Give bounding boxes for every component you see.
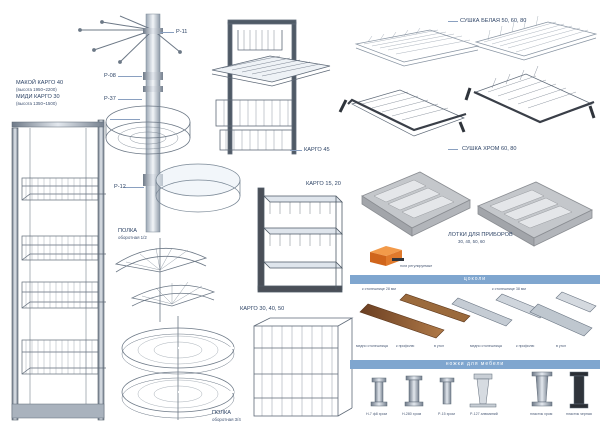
label-leg-5: пластик хром — [530, 412, 553, 416]
furniture-legs — [370, 371, 589, 409]
label-sushka-khrom: СУШКА ХРОМ 60, 80 — [462, 146, 517, 152]
label-sushka-belaya: СУШКА БЕЛАЯ 50, 60, 80 — [460, 18, 527, 24]
leader-line — [448, 149, 458, 150]
label-leg-6: пластик черная — [566, 412, 592, 416]
label-polka-half: ПОЛКА — [118, 228, 137, 234]
label-profile-4: медно столешница — [470, 344, 502, 348]
label-adjustable-legs: ноги регулируемые — [400, 264, 433, 268]
rotating-pole — [78, 13, 241, 233]
label-p37: Р-37 — [104, 96, 116, 102]
kargo-45-rack — [211, 19, 331, 155]
label-kargo-45: КАРГО 45 — [304, 147, 330, 153]
label-makoi-kargo: МАКОЙ КАРГО 40 — [16, 80, 64, 86]
label-midi-kargo: МИДИ КАРГО 30 — [16, 94, 60, 100]
label-p08: Р-08 — [104, 73, 116, 79]
tall-cargo-rack — [11, 119, 106, 421]
leader-line — [110, 119, 140, 120]
leader-line — [118, 99, 142, 100]
adjustable-leg-box — [370, 246, 404, 266]
section-band-plinth: цоколи — [350, 275, 600, 284]
label-leg-2: Н-280 хром — [402, 412, 422, 416]
leader-line — [124, 187, 144, 188]
label-p11: Р-11 — [176, 29, 188, 35]
white-dish-drainers — [354, 15, 598, 67]
leader-line — [448, 21, 458, 22]
label-countertop-38: к столешнице 38 мм — [492, 287, 526, 291]
plinth-profiles — [359, 291, 597, 339]
label-profile-1: медно столешница — [356, 344, 388, 348]
cutlery-trays — [361, 171, 593, 247]
section-band-plinth-title: цоколи — [463, 276, 487, 282]
label-lotki: ЛОТКИ ДЛЯ ПРИБОРОВ — [448, 232, 513, 238]
label-polka-three-quarter-sub: оборотная 3/4 — [212, 417, 241, 422]
label-polka-three-quarter: ПОЛКА — [212, 410, 231, 416]
label-kargo-30-40-50: КАРГО 30, 40, 50 — [240, 306, 285, 312]
label-makoi-height: (высота 1950~2200) — [16, 87, 57, 92]
kargo-30-40-50-rack — [253, 317, 354, 417]
label-leg-3: Р-15 хром — [438, 412, 455, 416]
half-carousel-shelf — [114, 238, 216, 322]
label-leg-4: Р-127 алюминий — [470, 412, 498, 416]
chrome-dish-drainers — [338, 65, 596, 137]
three-quarter-carousel-shelf — [121, 316, 235, 420]
label-profile-3: в угол — [434, 344, 444, 348]
label-lotki-sizes: 30, 40, 50, 60 — [458, 239, 485, 244]
leader-line — [290, 150, 302, 151]
label-midi-height: (высота 1350~1500) — [16, 101, 57, 106]
kargo-15-20-rack — [257, 187, 343, 293]
label-countertop-28: к столешнице 28 мм — [362, 287, 396, 291]
label-leg-1: Н-7 ф8 хром — [366, 412, 388, 416]
label-polka-half-sub: оборотная 1/2 — [118, 235, 147, 240]
label-profile-5: к профилю — [516, 344, 535, 348]
label-p12: Р-12 — [114, 184, 126, 190]
leader-line — [160, 32, 174, 33]
label-kargo-15-20: КАРГО 15, 20 — [306, 181, 341, 187]
section-band-legs-title: ножки для мебели — [445, 361, 505, 367]
label-profile-2: к профилю — [396, 344, 415, 348]
leader-line — [118, 76, 142, 77]
label-profile-6: в угол — [556, 344, 566, 348]
section-band-legs: ножки для мебели — [350, 360, 600, 369]
